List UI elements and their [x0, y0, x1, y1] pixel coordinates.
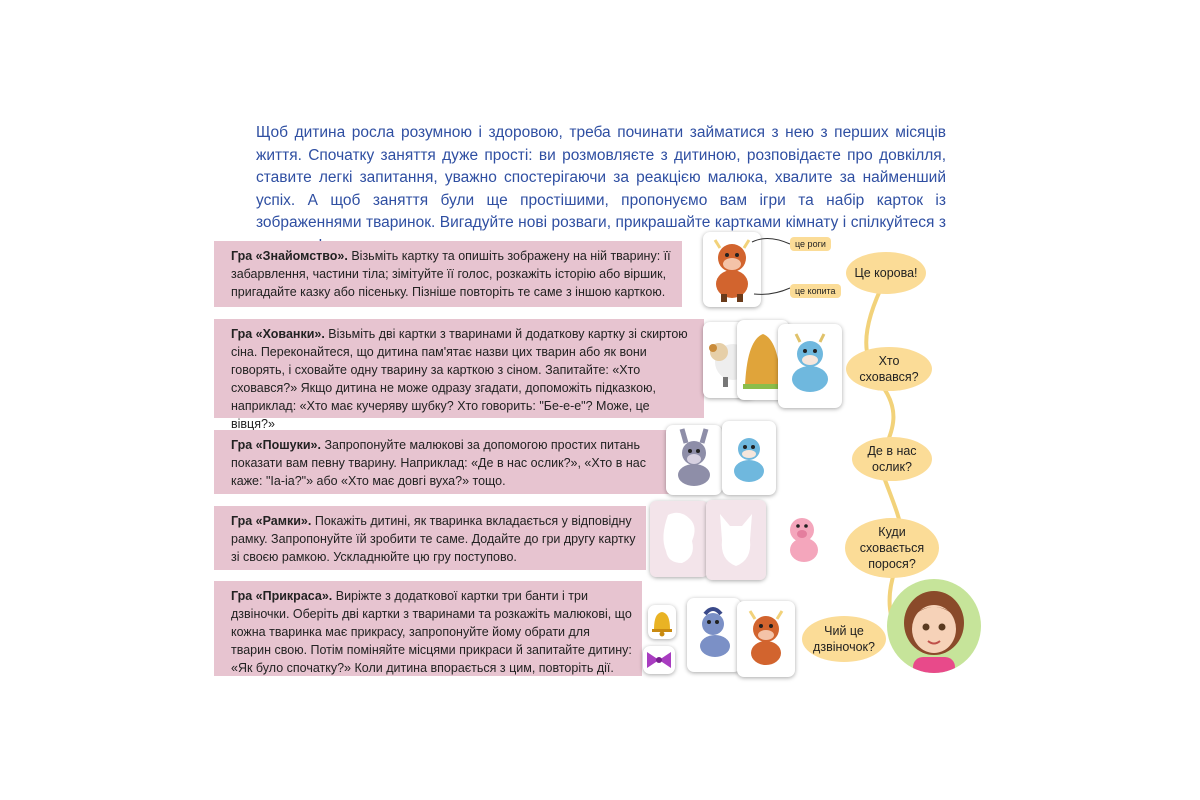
cow-card	[703, 232, 761, 307]
frame-card-sheep	[650, 501, 708, 577]
game-title: Гра «Знайомство».	[231, 249, 348, 263]
game-title: Гра «Рамки».	[231, 514, 312, 528]
game-search: Гра «Пошуки». Запропонуйте малюкові за д…	[214, 430, 680, 494]
game-acquaintance: Гра «Знайомство». Візьміть картку та опи…	[214, 241, 682, 307]
game-text: Запропонуйте малюкові за допомогою прост…	[231, 438, 646, 488]
game-title: Гра «Пошуки».	[231, 438, 321, 452]
horse-card	[687, 598, 741, 672]
pointer-lines	[751, 238, 791, 295]
bubble-cow: Це корова!	[846, 252, 926, 294]
goat-card	[778, 324, 842, 408]
bubble-bell: Чий це дзвіночок?	[802, 616, 886, 662]
game-text: Виріжте з додаткової картки три банти і …	[231, 589, 632, 675]
bubble-who-hid: Хто сховався?	[846, 347, 932, 391]
cow-card-small	[737, 601, 795, 677]
bubble-donkey: Де в нас ослик?	[852, 437, 932, 481]
game-text: Покажіть дитині, як тваринка вкладається…	[231, 514, 636, 564]
game-text: Візьміть дві картки з тваринами й додатк…	[231, 327, 688, 431]
bubble-piglet: Куди сховається порося?	[845, 518, 939, 578]
game-hide-and-seek: Гра «Хованки». Візьміть дві картки з тва…	[214, 319, 704, 431]
child-avatar	[887, 579, 981, 673]
game-text: Візьміть картку та опишіть зображену на …	[231, 249, 671, 299]
tag-hoof: це копита	[790, 284, 841, 298]
bell-card	[648, 605, 676, 639]
tag-horns: це роги	[790, 237, 831, 251]
game-decoration: Гра «Прикраса». Виріжте з додаткової кар…	[214, 581, 642, 676]
goat-card-small	[722, 421, 776, 495]
bow-card	[643, 646, 675, 674]
frame-card-goat	[706, 500, 766, 580]
game-title: Гра «Хованки».	[231, 327, 325, 341]
intro-paragraph: Щоб дитина росла розумною і здоровою, тр…	[256, 124, 946, 254]
piglet-figure	[778, 510, 828, 570]
game-frames: Гра «Рамки». Покажіть дитині, як тваринк…	[214, 506, 646, 570]
game-title: Гра «Прикраса».	[231, 589, 333, 603]
donkey-card	[666, 425, 722, 495]
